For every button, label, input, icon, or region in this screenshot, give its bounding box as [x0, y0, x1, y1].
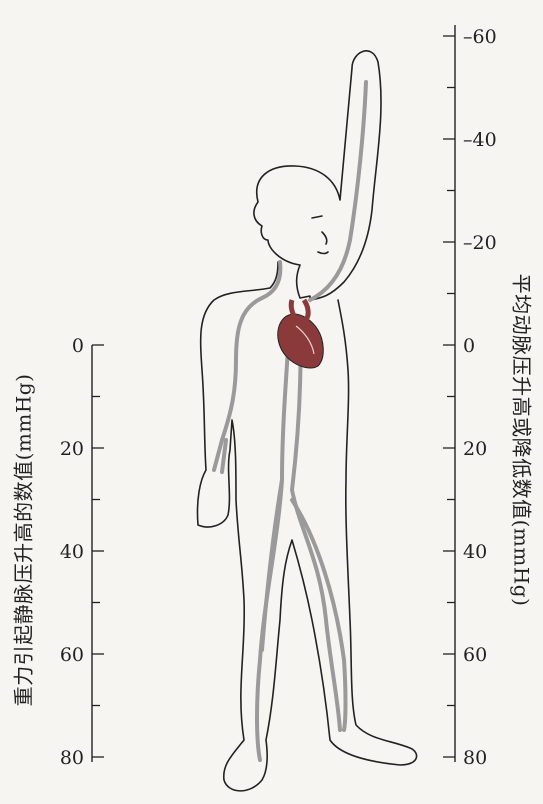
left-axis-ticks: 0 20 40 60 80 — [60, 335, 104, 769]
left-tick-label: 40 — [60, 541, 84, 563]
left-tick-label: 20 — [60, 438, 84, 460]
right-tick-label: 60 — [463, 644, 487, 666]
human-body-outline-icon — [196, 50, 418, 792]
right-tick-label: –40 — [463, 129, 497, 151]
left-tick-label: 0 — [72, 335, 84, 357]
heart-icon — [277, 298, 324, 369]
left-axis-title: 重力引起静脉压升高的数值(mmHg) — [11, 373, 36, 707]
right-tick-label: –60 — [463, 26, 497, 48]
blood-vessels — [212, 80, 368, 762]
right-tick-label: 0 — [463, 335, 475, 357]
left-tick-label: 60 — [60, 644, 84, 666]
right-tick-label: 20 — [463, 438, 487, 460]
right-tick-label: –20 — [463, 232, 497, 254]
right-axis-title: 平均动脉压升高或降低数值(mmHg) — [509, 273, 534, 607]
left-tick-label: 80 — [60, 747, 84, 769]
right-tick-label: 40 — [463, 541, 487, 563]
right-tick-label: 80 — [463, 747, 487, 769]
right-axis-ticks: –60 –40 –20 0 20 40 60 80 — [443, 26, 497, 769]
